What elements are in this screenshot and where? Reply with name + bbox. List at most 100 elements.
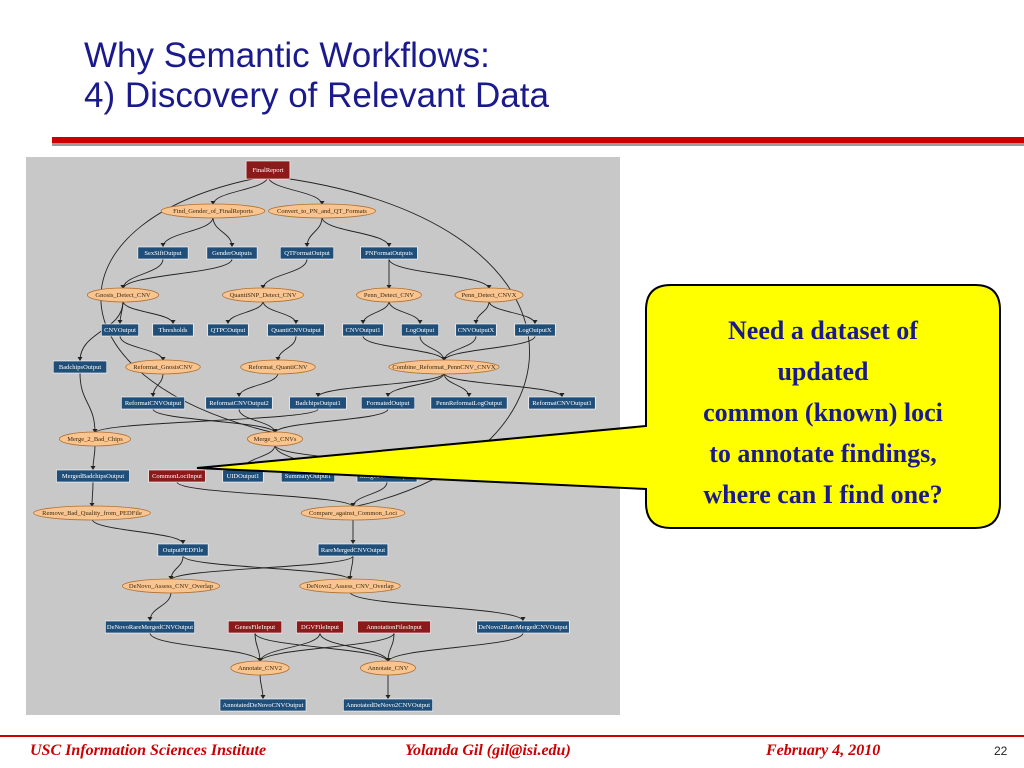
workflow-edge-arrow <box>386 243 392 247</box>
workflow-node-shape <box>101 323 139 337</box>
workflow-node-shape <box>279 246 335 260</box>
footer-rule <box>0 735 1024 737</box>
workflow-node-data: SexSiftOutput <box>137 246 189 260</box>
workflow-node-process: Merge_2_Bad_Chips <box>58 431 132 447</box>
workflow-node-data: DeNovoRareMergedCNVOutput <box>105 620 195 634</box>
workflow-edge <box>259 632 395 663</box>
workflow-edge-arrow <box>210 201 216 205</box>
workflow-node-shape <box>137 246 189 260</box>
workflow-node-data: LogOutputX <box>514 323 556 337</box>
workflow-node-process: DeNovo_Assess_CNV_Overlap <box>121 578 221 594</box>
workflow-node-label: DGVFileInput <box>301 624 339 631</box>
workflow-node-data: MergedBadchipsOutput <box>56 469 130 483</box>
callout-line-4: to annotate findings, <box>709 439 937 468</box>
title-line-1: Why Semantic Workflows: <box>84 36 490 75</box>
workflow-node-process: Find_Gender_of_FinalReports <box>160 203 266 219</box>
workflow-node-shape <box>206 246 258 260</box>
workflow-node-label: BadchipsOutput <box>59 364 101 371</box>
workflow-node-data: DeNovo2RareMergedCNVOutput <box>476 620 570 634</box>
workflow-node-data: PNFormatOutputs <box>360 246 418 260</box>
workflow-edge-arrow <box>150 393 156 397</box>
workflow-node-label: QuantiSNP_Detect_CNV <box>230 292 297 299</box>
workflow-node-label: Thresholds <box>159 327 188 334</box>
workflow-edge <box>387 632 524 663</box>
workflow-node-label: GenderOutputs <box>212 250 252 257</box>
workflow-node-label: Gnosis_Detect_CNV <box>95 292 151 299</box>
workflow-edge-arrow <box>77 357 83 361</box>
workflow-node-shape <box>227 620 283 634</box>
workflow-node-label: Reformat_GnosisCNV <box>133 364 193 371</box>
workflow-node-data: MergedCNVOutput1 <box>356 469 418 483</box>
workflow-node-shape <box>476 620 570 634</box>
workflow-edge-arrow <box>89 503 95 507</box>
workflow-edge-arrow <box>92 429 98 433</box>
workflow-node-data: QTFormatOutput <box>279 246 335 260</box>
workflow-node-shape <box>357 620 431 634</box>
workflow-edge-arrow <box>385 695 391 699</box>
workflow-node-label: AnnotationFilesInput <box>366 624 422 631</box>
workflow-node-label: DeNovo2_Assess_CNV_Overlap <box>306 583 393 590</box>
workflow-node-label: CommonLociInput <box>152 473 202 480</box>
title-rule-grey <box>52 143 1024 146</box>
workflow-node-shape <box>317 543 389 557</box>
workflow-node-data: LogOutput <box>401 323 439 337</box>
workflow-edge <box>170 555 354 581</box>
workflow-node-label: Merge_3_CNVs <box>254 436 297 443</box>
workflow-node-process: Remove_Bad_Quality_from_PEDFile <box>33 505 151 521</box>
workflow-edge-arrow <box>147 617 153 621</box>
workflow-node-label: SexSiftOutput <box>144 250 181 257</box>
workflow-node-shape <box>56 469 130 483</box>
workflow-node-input: GenesFileInput <box>227 620 283 634</box>
workflow-node-shape <box>105 620 195 634</box>
callout-line-3: common (known) loci <box>703 398 943 427</box>
workflow-node-process: Compare_against_Common_Loci <box>300 505 406 521</box>
workflow-node-label: AnnotatedDeNovoCNVOutput <box>223 702 304 709</box>
footer-date: February 4, 2010 <box>766 742 881 759</box>
workflow-edge-arrow <box>385 658 391 662</box>
workflow-node-process: QuantiSNP_Detect_CNV <box>222 287 304 303</box>
workflow-node-label: QuantiCNVOutput <box>271 327 321 334</box>
workflow-edge <box>254 632 389 663</box>
workflow-node-data: ReformatCNVOutput1 <box>528 396 596 410</box>
workflow-node-label: CNVOutputX <box>458 327 495 334</box>
workflow-node-label: CNVOutput1 <box>345 327 380 334</box>
workflow-node-data: BadchipsOutput <box>52 360 108 374</box>
workflow-node-data: CNVOutput1 <box>342 323 384 337</box>
workflow-edge-arrow <box>319 201 325 205</box>
workflow-edge-arrow <box>229 243 235 247</box>
workflow-node-data: SummaryOutput1 <box>280 469 336 483</box>
workflow-node-label: Compare_against_Common_Loci <box>309 510 397 517</box>
page-number: 22 <box>994 744 1008 758</box>
workflow-node-label: Penn_Detect_CNVX <box>462 292 517 299</box>
workflow-node-label: OutputPEDFile <box>163 547 204 554</box>
workflow-edge <box>321 216 390 248</box>
workflow-edge-arrow <box>520 617 526 621</box>
footer-institute: USC Information Sciences Institute <box>30 742 267 759</box>
workflow-node-data: AnnotatedDeNovo2CNVOutput <box>343 698 433 712</box>
workflow-edge-arrow <box>160 243 166 247</box>
workflow-node-label: ReformatCNVOutput1 <box>532 400 592 407</box>
slide-title: Why Semantic Workflows: 4) Discovery of … <box>84 36 549 116</box>
title-rule-red <box>52 137 1024 143</box>
workflow-node-process: Penn_Detect_CNV <box>356 287 422 303</box>
workflow-node-data: Thresholds <box>152 323 194 337</box>
workflow-node-label: MergedCNVOutput1 <box>359 473 414 480</box>
workflow-node-process: Annotate_CNV <box>360 660 416 676</box>
workflow-node-input: DGVFileInput <box>296 620 344 634</box>
workflow-node-data: PennReformatLogOutput <box>430 396 508 410</box>
workflow-edge-arrow <box>304 243 310 247</box>
workflow-node-process: Combine_Reformat_PennCNV_CNVX <box>388 359 500 375</box>
workflow-node-label: QTFormatOutput <box>284 250 330 257</box>
workflow-node-data: GenderOutputs <box>206 246 258 260</box>
workflow-node-process: Gnosis_Detect_CNV <box>86 287 160 303</box>
workflow-node-label: AnnotatedDeNovo2CNVOutput <box>346 702 430 709</box>
workflow-edge-arrow <box>117 320 123 324</box>
workflow-node-label: Annotate_CNV <box>368 665 409 672</box>
workflow-node-label: UIDOutput1 <box>227 473 260 480</box>
workflow-node-shape <box>86 287 160 303</box>
callout-line-5: where can I find one? <box>703 480 943 509</box>
workflow-node-data: ReformatCNVOutput2 <box>205 396 273 410</box>
workflow-node-data: ReformatCNVOutput <box>121 396 185 410</box>
workflow-node-label: Convert_to_PN_and_QT_Formats <box>277 208 367 215</box>
workflow-node-label: ReformatCNVOutput2 <box>209 400 269 407</box>
